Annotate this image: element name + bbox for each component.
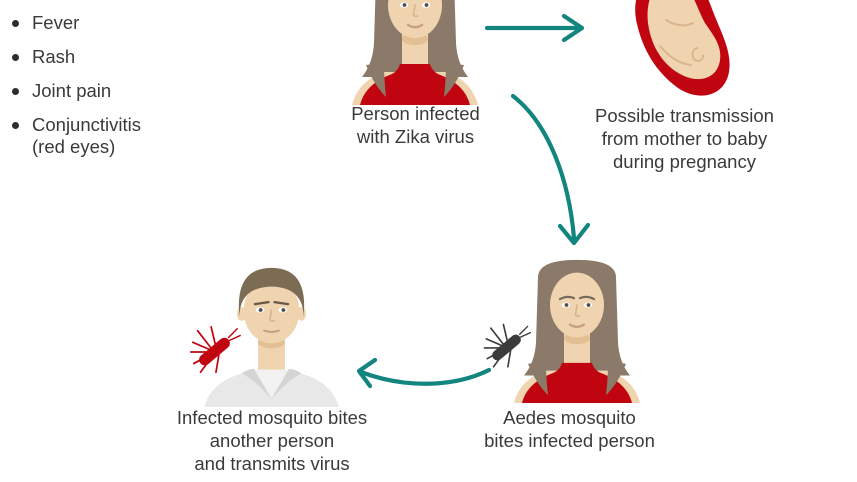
symptom-item-fever: Fever [8,12,141,34]
symptoms-list: Fever Rash Joint pain Conjunctivitis (re… [8,12,141,170]
infected-woman-icon [340,0,490,105]
symptom-item-conjunctivitis: Conjunctivitis (red eyes) [8,114,141,158]
infected-person-label: Person infected with Zika virus [351,103,480,147]
symptom-item-joint-pain: Joint pain [8,80,141,102]
mother-to-baby-label: Possible transmission from mother to bab… [595,105,774,172]
aedes-bites-label: Aedes mosquito bites infected person [484,407,655,451]
man-icon [194,260,349,407]
infected-woman-bitten-icon [502,256,652,403]
symptom-item-rash: Rash [8,46,141,68]
arrow-curved-left-icon [345,352,493,398]
infected-mosquito-icon [186,322,244,380]
arrow-right-icon [483,13,595,43]
arrow-curved-down-icon [503,88,595,256]
bites-another-label: Infected mosquito bites another person a… [176,407,368,474]
fetus-in-womb-icon [612,0,750,102]
aedes-mosquito-icon [480,320,534,374]
